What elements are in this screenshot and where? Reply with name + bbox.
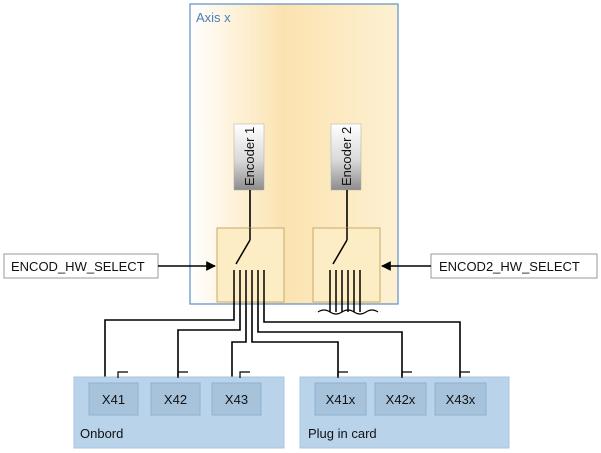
connector-x41x-label: X41x (326, 392, 356, 407)
connector-x42-pin (177, 371, 188, 378)
group-onboard-label: Onbord (80, 426, 123, 441)
connector-x41: X41 (88, 371, 139, 416)
selector-encod2-hw-select: ENCOD2_HW_SELECT (381, 253, 598, 279)
switch-1-lever (235, 239, 251, 265)
selector-encod-hw-select: ENCOD_HW_SELECT (3, 253, 216, 279)
switch-2-pins (329, 270, 361, 312)
wire-x42 (177, 302, 241, 378)
wire-x41x (251, 302, 339, 378)
connector-x43-label: X43 (225, 392, 248, 407)
connector-x42: X42 (150, 371, 201, 416)
connector-wires (104, 302, 461, 378)
connector-x43x-pin (459, 371, 470, 378)
encoder-1-label: Encoder 1 (242, 127, 257, 186)
switch-box-1 (216, 227, 285, 303)
encoder-1: Encoder 1 (233, 123, 265, 191)
switch-2-lever (332, 239, 348, 265)
switch-1-pins (233, 270, 265, 302)
connector-x43-pin (239, 371, 250, 378)
connector-x43x-label: X43x (446, 392, 476, 407)
connector-x41-label: X41 (102, 392, 125, 407)
wire-x43 (231, 302, 247, 378)
wire-x41 (104, 302, 235, 378)
encoder-2-label: Encoder 2 (339, 127, 354, 186)
switch-box-2 (312, 227, 381, 315)
connector-x42x: X42x (374, 371, 427, 416)
connector-x42-label: X42 (164, 392, 187, 407)
selector-1-label: ENCOD_HW_SELECT (11, 259, 145, 274)
wire-x43x (263, 302, 461, 378)
selector-2-label: ENCOD2_HW_SELECT (439, 259, 580, 274)
connector-x42x-pin (401, 371, 412, 378)
encoder-2: Encoder 2 (330, 123, 362, 191)
axis-label: Axis x (196, 10, 231, 25)
connector-x42x-label: X42x (386, 392, 416, 407)
connector-x43x: X43x (434, 371, 487, 416)
connector-x43: X43 (211, 371, 262, 416)
connector-x41-pin (117, 371, 128, 378)
connector-x41x: X41x (314, 371, 367, 416)
connector-x41x-pin (337, 371, 348, 378)
group-plugin-label: Plug in card (308, 426, 377, 441)
wire-x42x (257, 302, 403, 378)
switch-2-cable-end (317, 309, 379, 315)
